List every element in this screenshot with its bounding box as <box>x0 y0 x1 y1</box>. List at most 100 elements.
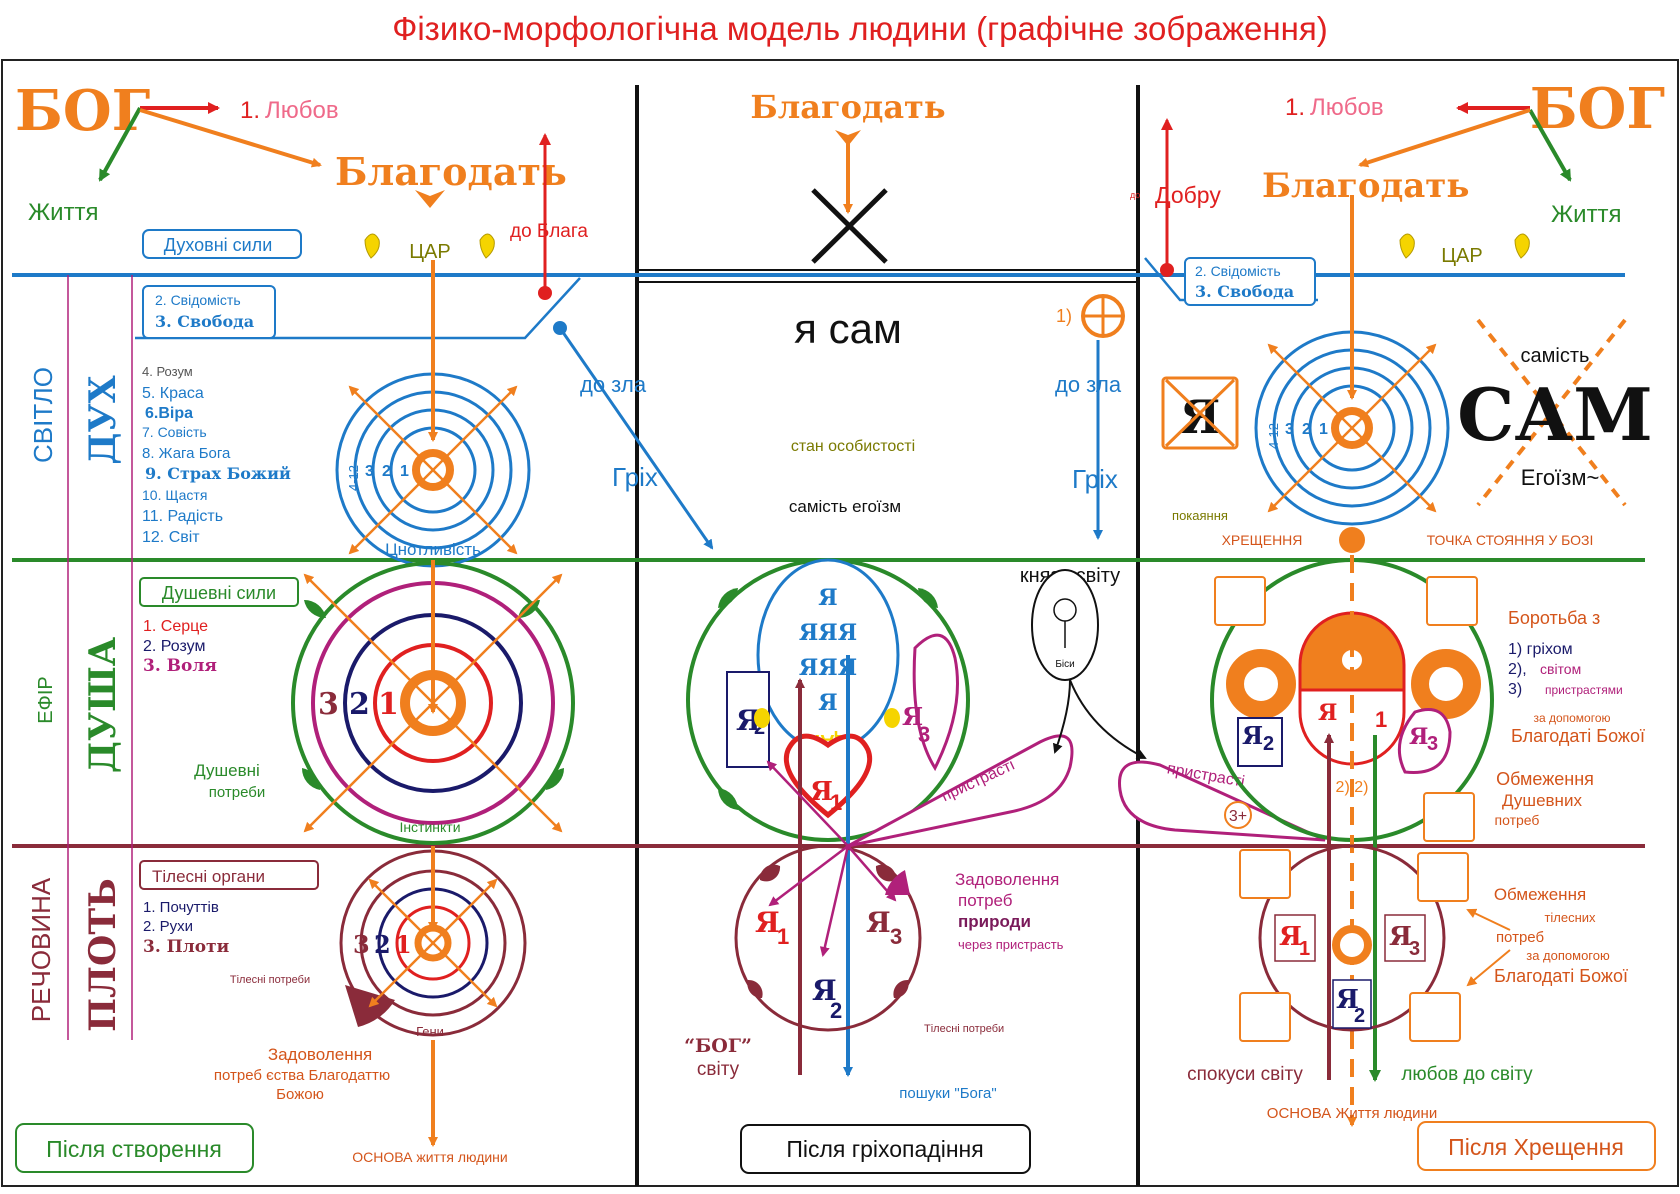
mid-body-dot-sw <box>747 979 763 999</box>
left-tilesni-box <box>139 860 319 890</box>
right-obm-t1: Обмеження <box>1494 885 1586 904</box>
left-body-ray-se <box>432 942 498 1008</box>
right-ya3-body-box <box>1384 914 1426 962</box>
left-ear-icon <box>364 233 380 259</box>
mid-bog-svitu-1: “БОГ” <box>684 1035 752 1057</box>
left-potreby: потреби <box>209 784 266 801</box>
left-blagodat: Благодать <box>335 149 567 194</box>
row-label-svitlo: СВІТЛО <box>28 367 58 463</box>
left-list-item-3: 7. Совість <box>142 424 207 440</box>
mid-zad-3: природи <box>958 912 1031 931</box>
mid-cross-b <box>811 188 888 264</box>
right-soul-badge-nw <box>1214 576 1266 626</box>
mid-tilesni-potreby: Тілесні потреби <box>924 1023 1004 1035</box>
left-zhyttia: Життя <box>28 199 99 226</box>
right-svoboda: 3. Свобода <box>1195 282 1294 301</box>
row-label-rechovyna: РЕЧОВИНА <box>26 877 56 1022</box>
left-ring-num-3: 1 <box>400 463 409 480</box>
right-b2: світом <box>1540 661 1581 677</box>
right-obm-t5: Благодаті Божої <box>1494 966 1628 986</box>
right-lyubov: Любов <box>1310 94 1384 121</box>
right-ya-cross-b <box>1164 378 1236 448</box>
mid-samist: самість егоїзм <box>789 497 901 516</box>
left-soul-ray-sw <box>303 702 434 833</box>
right-b3n: 3) <box>1508 681 1522 698</box>
mid-ya3-body: Я <box>866 906 891 939</box>
right-ya2-body-sub: 2 <box>1354 1005 1365 1027</box>
left-soul-ray-nw <box>303 573 434 704</box>
mid-three-plus-ring <box>1224 801 1252 829</box>
right-obm-1: Обмеження <box>1496 769 1594 789</box>
right-one: 1) <box>1056 306 1072 326</box>
right-svidomist: 2. Свідомість <box>1195 263 1281 279</box>
left-tsar: ЦАР <box>409 241 450 263</box>
left-body-num-2: 1 <box>395 930 412 959</box>
right-blag-bozhoi: Благодаті Божої <box>1511 726 1645 746</box>
row-label-dukh: ДУХ <box>82 375 124 464</box>
right-panel-label: Після Хрещення <box>1448 1134 1624 1160</box>
left-soul-leaf-se <box>545 768 565 790</box>
right-tsar: ЦАР <box>1441 245 1482 267</box>
mid-blagodat: Благодать <box>750 88 945 126</box>
left-panel-label: Після створення <box>46 1136 222 1162</box>
right-body-badge-se <box>1409 992 1461 1042</box>
left-arrow-zhyttia <box>98 107 142 182</box>
mid-ya1-body: Я <box>755 906 780 939</box>
right-twotwo: 2) 2) <box>1336 779 1369 796</box>
right-obm-2: Душевних <box>1502 791 1582 810</box>
left-dukhovni-box <box>142 229 302 259</box>
right-ya3-body-sub: 3 <box>1409 938 1420 960</box>
left-body-ray-sw <box>368 942 434 1008</box>
right-ya2-body: Я <box>1336 985 1359 1015</box>
mid-three-plus: 3+ <box>1229 808 1247 825</box>
left-zadovolennia-3: Божою <box>276 1086 324 1103</box>
left-body-ray-nw <box>368 878 434 944</box>
mid-ya-stack-1: ЯЯЯ <box>799 620 857 646</box>
left-body-item-2: 3. Плоти <box>143 937 230 957</box>
left-dushevni: Душевні <box>194 761 260 780</box>
left-soul-leaf-sw <box>301 768 321 790</box>
left-body-item-0: 1. Почуттів <box>143 899 219 916</box>
right-svidomist-box <box>1184 257 1316 306</box>
mid-ya1-soul: Я <box>810 777 833 807</box>
left-tsnotlyvist: Цнотливість <box>385 540 481 559</box>
right-ya2-soul-sub: 2 <box>1263 733 1274 755</box>
right-ring-num-0: 4-12 <box>1266 423 1281 449</box>
left-svidomist: 2. Свідомість <box>155 292 241 308</box>
mid-passion-ray-1 <box>768 845 849 907</box>
mid-ya2-body: Я <box>812 974 837 1007</box>
right-ya1-body-box <box>1274 914 1316 962</box>
left-list-item-8: 12. Світ <box>142 529 200 546</box>
left-grace-chevron <box>415 190 445 208</box>
right-ya3-body: Я <box>1389 922 1412 952</box>
mid-body-dot-se <box>893 979 909 999</box>
mid-bisy: Біси <box>1055 659 1074 670</box>
right-arrow-blagodat <box>1358 108 1531 168</box>
mid-passion-ray-3 <box>847 845 897 902</box>
left-body-num-1: 2 <box>374 930 391 959</box>
left-arrow-blagodat <box>139 108 322 168</box>
mid-ya-stack-0: Я <box>818 585 837 611</box>
left-dushevni-box <box>139 577 299 607</box>
mid-ya-sam: я сам <box>794 305 902 352</box>
right-khreshchennia: ХРЕЩЕННЯ <box>1222 532 1303 548</box>
left-spirit-list: 4. Розум 5. Краса 6.Віра 7. Совість 8. Ж… <box>142 364 291 546</box>
right-ya2-soul-box <box>1237 717 1283 767</box>
right-tochka: ТОЧКА СТОЯННЯ У БОЗІ <box>1427 532 1594 548</box>
left-soul-num-0: 3 <box>318 687 339 722</box>
left-list-item-6: 10. Щастя <box>142 487 207 503</box>
mid-ya1-body-sub: 1 <box>777 924 789 949</box>
mid-zad-2: потреб <box>958 891 1013 910</box>
mid-blue-dot-left <box>553 321 567 335</box>
right-soul-badge-se <box>1423 792 1475 842</box>
mid-passion-lobe-2 <box>1118 760 1326 842</box>
right-arrow-zhyttia <box>1528 109 1572 182</box>
left-soul-item-1: 2. Розум <box>143 638 205 655</box>
page-title: Фізико-морфологічна модель людини (графі… <box>392 10 1327 47</box>
left-tilesni-potreby: Тілесні потреби <box>230 974 310 986</box>
mid-grace-chevron <box>835 130 861 146</box>
right-ya1-soul-sub: 1 <box>1375 707 1387 732</box>
mid-passion-lobe <box>847 734 1074 848</box>
left-tilesni-organy: Тілесні органи <box>152 867 265 886</box>
